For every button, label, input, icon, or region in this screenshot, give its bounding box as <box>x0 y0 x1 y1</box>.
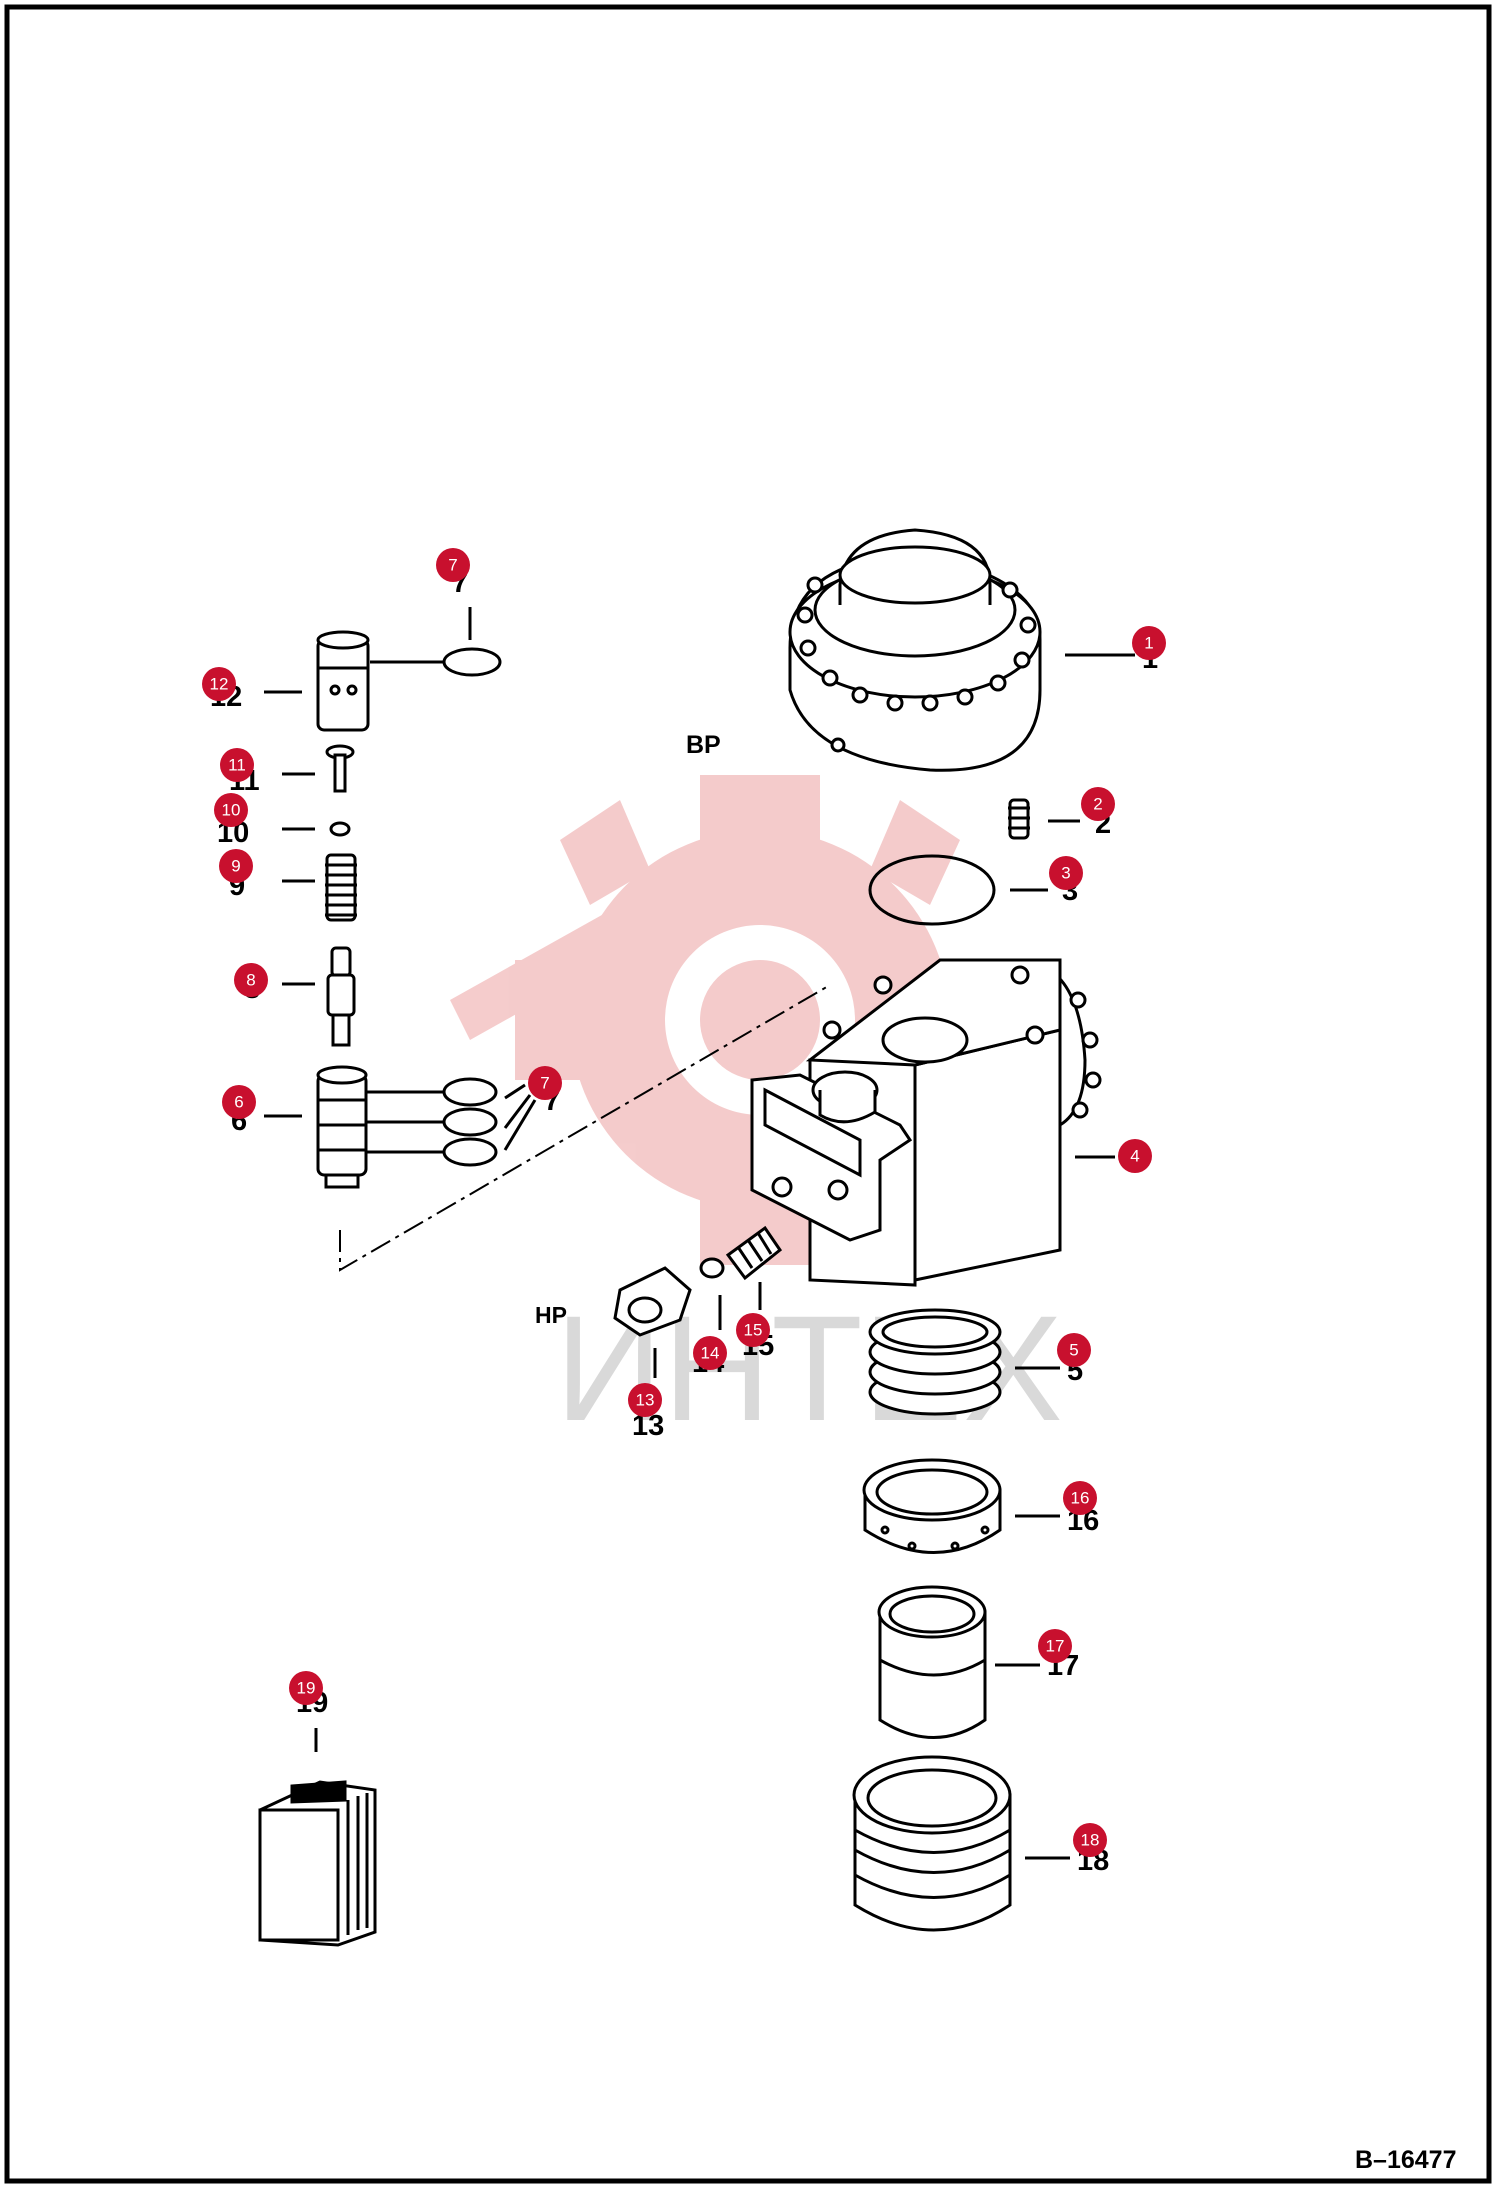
callout-badge-text-12: 12 <box>210 675 229 694</box>
callout-badge-7b[interactable] <box>528 1066 562 1100</box>
callout-badge-text-2: 2 <box>1093 795 1102 814</box>
callout-badge-1[interactable] <box>1132 626 1166 660</box>
callout-badge-text-15: 15 <box>744 1321 763 1340</box>
part-3-o-ring <box>868 854 996 926</box>
callout-badge-14[interactable] <box>693 1336 727 1370</box>
part-15-spring <box>725 1225 783 1281</box>
callout-badge-text-5: 5 <box>1069 1341 1078 1360</box>
callout-badge-6[interactable] <box>222 1085 256 1119</box>
hp-port-label: HP <box>535 1302 567 1328</box>
callout-badge-15[interactable] <box>736 1313 770 1347</box>
callout-badge-19[interactable] <box>289 1671 323 1705</box>
callout-badge-text-4: 4 <box>1130 1147 1139 1166</box>
callout-badge-16[interactable] <box>1063 1481 1097 1515</box>
callout-badge-5[interactable] <box>1057 1333 1091 1367</box>
part-18-piston <box>852 1755 1012 1932</box>
part-17-sleeve <box>877 1585 987 1739</box>
callout-group: 1122334455667777889910101111121213131414… <box>202 548 1166 1877</box>
callout-badge-3[interactable] <box>1049 856 1083 890</box>
callout-badge-text-18: 18 <box>1081 1831 1100 1850</box>
callout-badge-11[interactable] <box>220 748 254 782</box>
part-5-seal-pack <box>868 1308 1002 1416</box>
callout-badge-text-10: 10 <box>222 801 241 820</box>
part-13-fitting-nut <box>613 1266 692 1337</box>
assembly-guide-line <box>339 984 831 1272</box>
callout-badge-text-7a: 7 <box>448 556 457 575</box>
callout-badge-text-7b: 7 <box>540 1074 549 1093</box>
callout-badge-text-16: 16 <box>1071 1489 1090 1508</box>
part-16-ring <box>862 1458 1002 1554</box>
callout-badge-text-14: 14 <box>701 1344 720 1363</box>
callout-badge-2[interactable] <box>1081 787 1115 821</box>
callout-badge-8[interactable] <box>234 963 268 997</box>
callout-badge-12[interactable] <box>202 667 236 701</box>
callout-badge-17[interactable] <box>1038 1629 1072 1663</box>
callout-badge-text-17: 17 <box>1046 1637 1065 1656</box>
part-14-ball <box>699 1257 725 1279</box>
part-1-cover <box>788 528 1042 772</box>
part-8-poppet <box>326 946 356 1047</box>
part-6-cartridge <box>316 1065 368 1189</box>
callout-badge-18[interactable] <box>1073 1823 1107 1857</box>
part-9-spring <box>325 853 357 922</box>
callout-badge-text-19: 19 <box>297 1679 316 1698</box>
callout-badge-text-3: 3 <box>1061 864 1070 883</box>
callout-badge-7a[interactable] <box>436 548 470 582</box>
callout-badge-text-1: 1 <box>1144 634 1153 653</box>
part-10-washer <box>329 821 351 837</box>
part-2-spring <box>1008 798 1030 840</box>
part-4-valve-body <box>750 958 1102 1287</box>
callout-badge-text-13: 13 <box>636 1391 655 1410</box>
part-11-pin <box>325 744 355 793</box>
part-12-plug <box>316 630 370 732</box>
callout-badge-13[interactable] <box>628 1383 662 1417</box>
callout-badge-4[interactable] <box>1118 1139 1152 1173</box>
callout-badge-text-9: 9 <box>231 857 240 876</box>
callout-badge-text-11: 11 <box>228 756 246 775</box>
callout-badge-text-8: 8 <box>246 971 255 990</box>
bp-port-label: BP <box>686 731 721 759</box>
callout-badge-text-6: 6 <box>234 1093 243 1112</box>
callout-badge-10[interactable] <box>214 793 248 827</box>
figure-id-label: B–16477 <box>1355 2146 1456 2174</box>
part-19-seal-kit <box>258 1780 377 1947</box>
leader-lines <box>264 607 1135 1860</box>
callout-badge-9[interactable] <box>219 849 253 883</box>
